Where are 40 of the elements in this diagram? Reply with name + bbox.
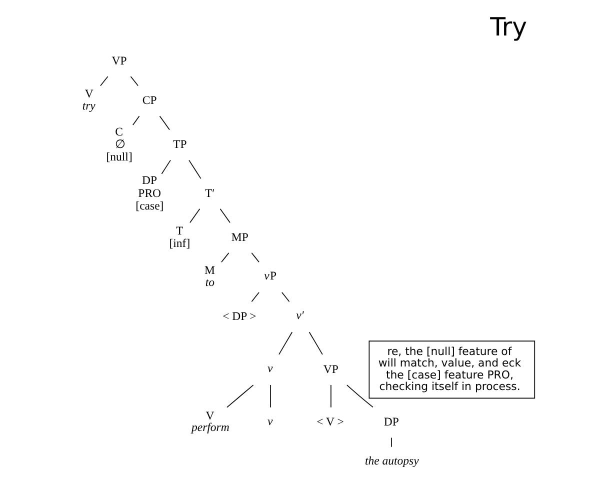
connector [278,332,292,355]
node-text: CP [142,94,156,107]
connector [250,252,259,263]
connector [330,384,331,408]
node-text: v [267,414,272,428]
connector [308,332,322,355]
connector [280,292,290,302]
node-text: VP [322,362,338,376]
node-text: T [inf] [168,224,190,250]
connector [188,160,201,179]
connector [158,116,170,130]
node-text: < V > [316,416,344,429]
node-text: V perform [191,409,229,434]
connector [160,160,170,174]
connector [132,116,140,126]
diagram-title: Try [490,12,527,42]
connector [346,384,373,408]
node-text: MP [230,230,248,244]
connector [130,76,138,86]
node-text: VP [111,54,126,68]
node-text: C ∅ [null] [106,125,132,164]
node-text: the autopsy [364,454,418,468]
node-text: DP PRO [case] [135,174,164,212]
connector [189,208,200,224]
node-text: T′ [204,186,214,200]
connector [250,292,259,302]
connector [390,437,392,448]
node-text: TP [172,138,186,152]
node-text: v [267,362,272,375]
node-text: v′ [296,309,304,322]
node-text: < DP > [222,310,256,323]
connector [226,384,254,408]
node-text: V try [82,88,95,112]
node-text: DP [383,416,398,429]
node-text: M to [204,264,214,289]
node-box: re, the [null] feature of will match, value, and eck the [case] feature PRO, checking itself in process. [368,340,535,399]
connector [100,76,108,86]
connector [219,208,230,224]
connector [220,252,229,263]
node-text: vP [264,270,276,283]
